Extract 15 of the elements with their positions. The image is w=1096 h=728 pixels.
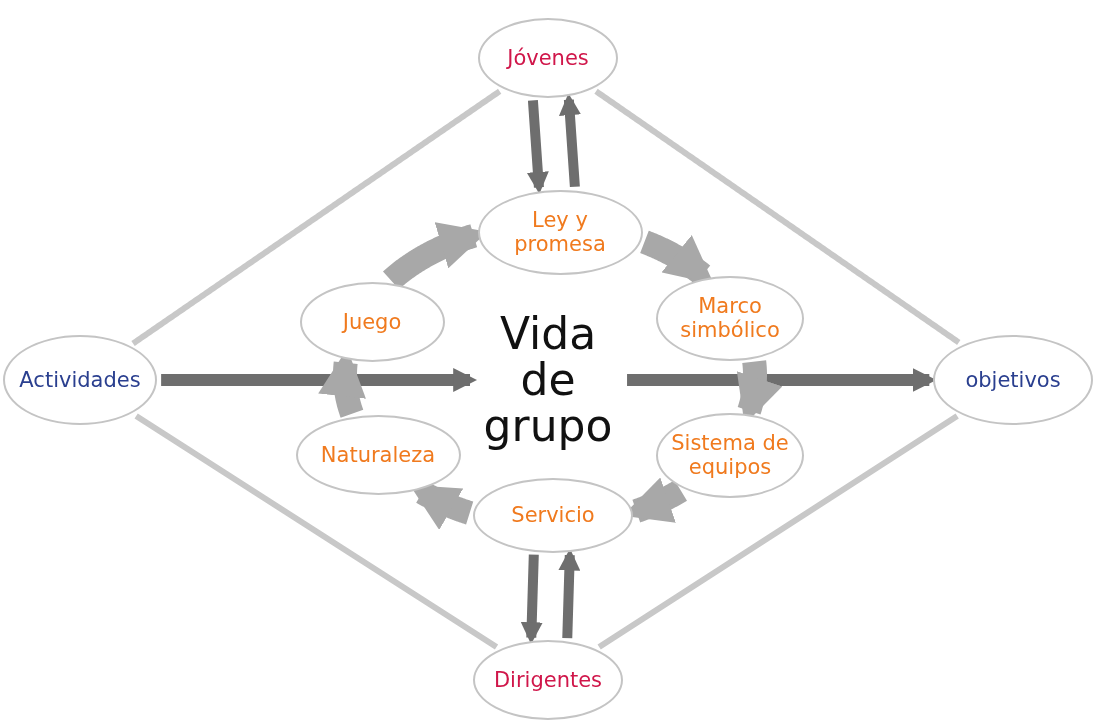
connector-line bbox=[594, 88, 961, 345]
node-label: Dirigentes bbox=[492, 667, 604, 693]
node-label: Naturaleza bbox=[319, 442, 437, 468]
node-label: Ley y promesa bbox=[513, 207, 607, 257]
node-label: Jóvenes bbox=[505, 45, 590, 71]
node-label: Juego bbox=[340, 309, 403, 335]
connector-line bbox=[131, 88, 502, 346]
node-label: Actividades bbox=[18, 367, 142, 393]
node-label: objetivos bbox=[964, 367, 1062, 393]
node-label: Sistema de equipos bbox=[670, 430, 790, 480]
connector-line bbox=[134, 413, 499, 650]
center-title: Vida de grupo bbox=[473, 305, 623, 455]
node-label: Marco simbólico bbox=[679, 293, 781, 343]
node-label: Servicio bbox=[510, 502, 596, 528]
connector-line bbox=[597, 413, 959, 650]
